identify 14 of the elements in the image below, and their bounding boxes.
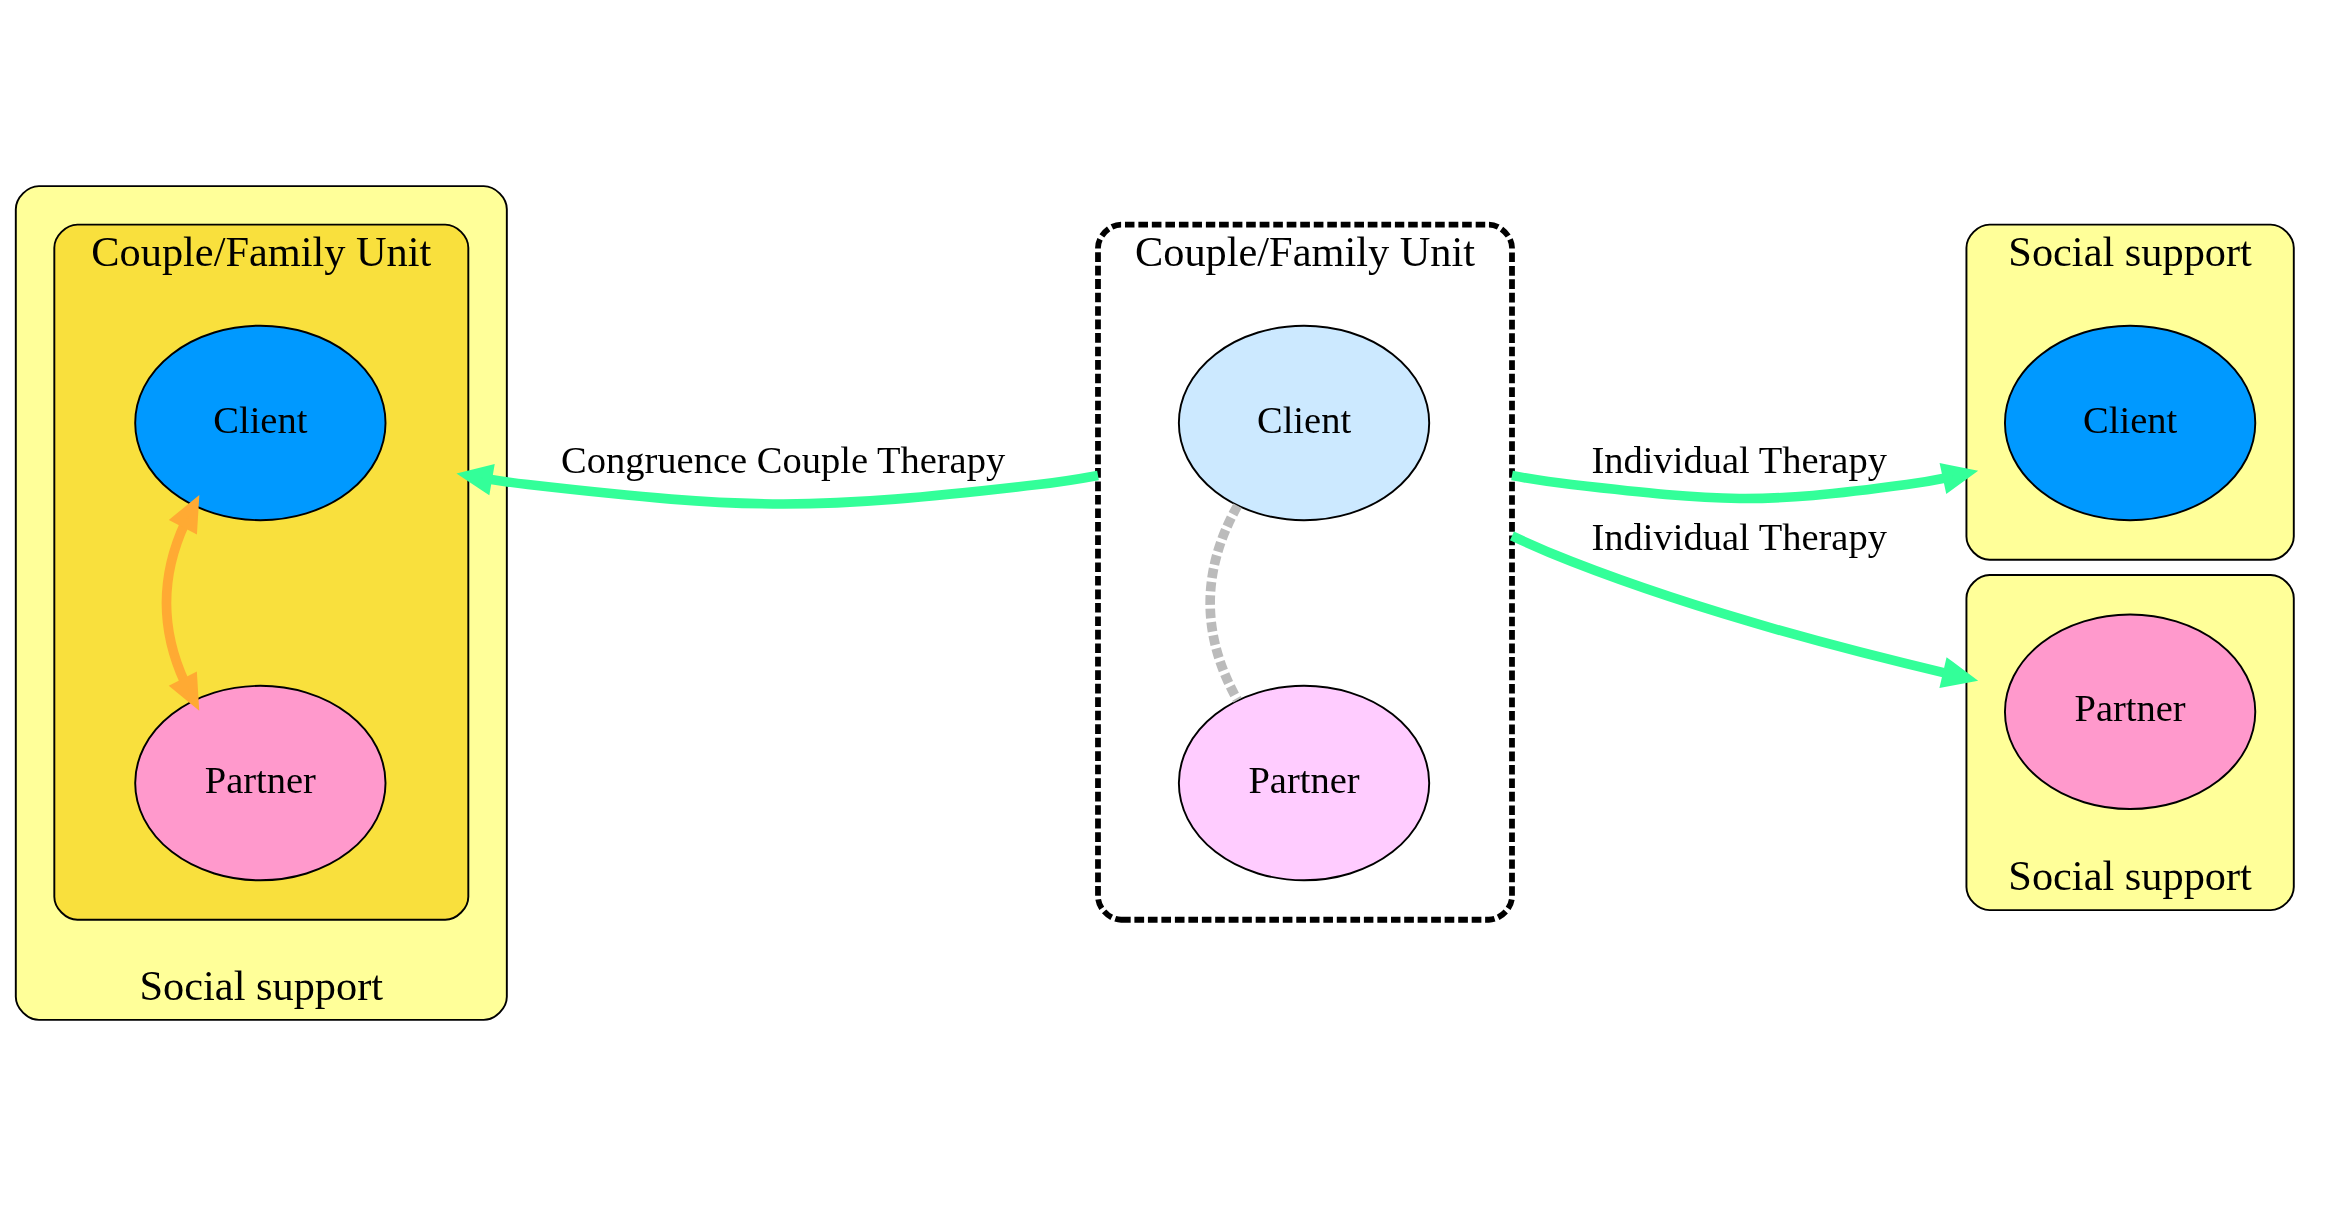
node-ellipse: Client xyxy=(2004,324,2257,521)
connector xyxy=(1205,503,1242,702)
node-ellipse: Client xyxy=(134,324,387,521)
arrow xyxy=(161,494,200,711)
node-ellipse: Partner xyxy=(134,684,387,881)
edge-label: Congruence Couple Therapy xyxy=(561,438,1006,481)
node-ellipse: Partner xyxy=(2004,613,2257,810)
arrow xyxy=(1511,462,1979,503)
edge-label: Individual Therapy xyxy=(1591,438,1887,481)
arrow xyxy=(456,463,1099,509)
node-ellipse: Partner xyxy=(1177,684,1431,881)
arrow xyxy=(1509,531,1979,688)
node-ellipse: Client xyxy=(1177,324,1431,521)
edge-label: Individual Therapy xyxy=(1591,515,1887,558)
